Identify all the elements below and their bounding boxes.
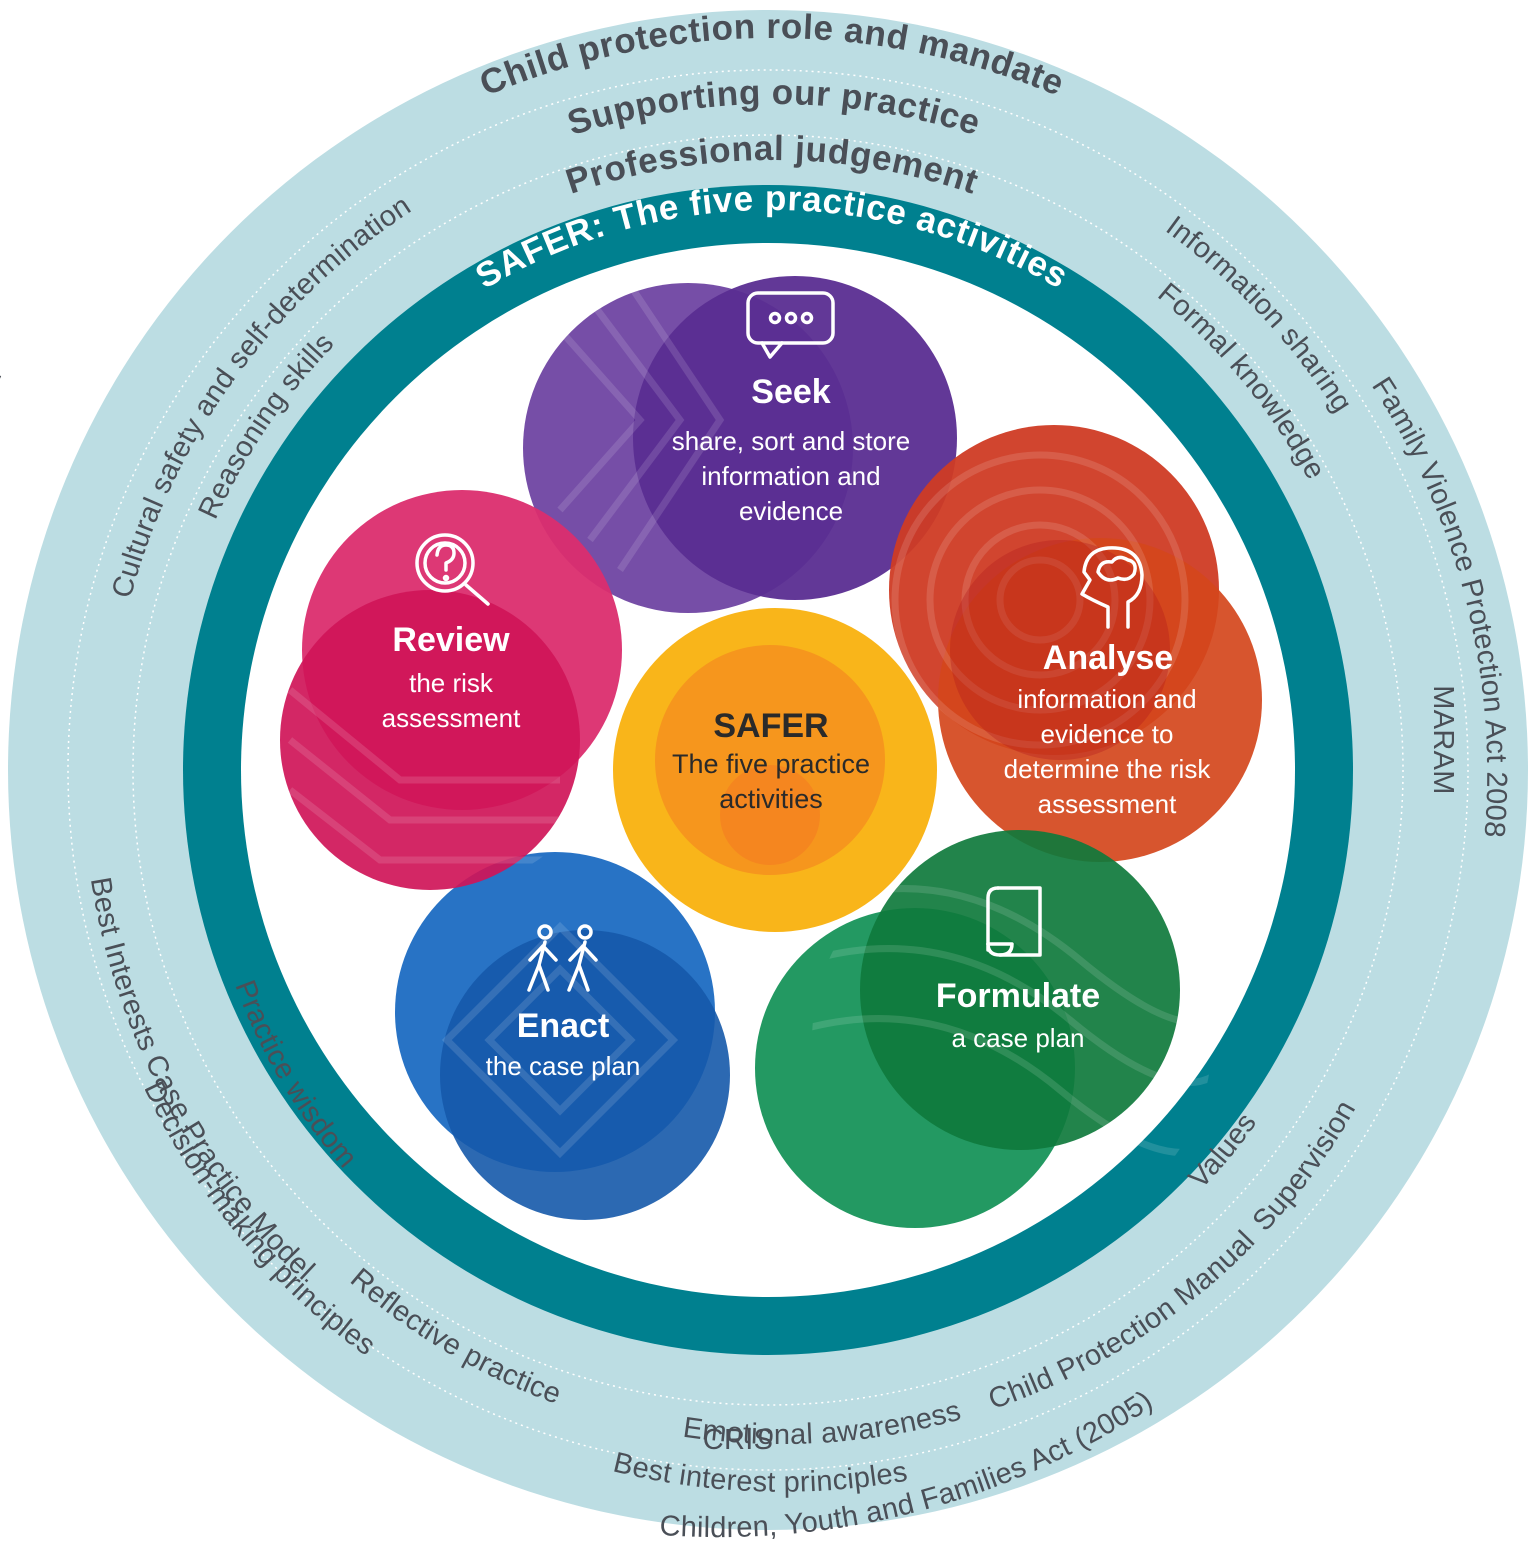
seek-line-3: evidence: [739, 496, 843, 526]
review-line-1: the risk: [409, 668, 494, 698]
enact-bubble: [395, 852, 730, 1220]
seek-line-2: information and: [701, 461, 880, 491]
formulate-line-1: a case plan: [952, 1023, 1085, 1053]
analyse-line-2: evidence to: [1041, 719, 1174, 749]
speech-bubble-icon: [746, 291, 835, 359]
head-brain-icon: [1080, 546, 1144, 629]
enact-title: Enact: [517, 1007, 610, 1045]
formulate-title: Formulate: [936, 977, 1100, 1015]
enact-line-1: the case plan: [486, 1051, 641, 1081]
ring-divider-outer: [67, 69, 1469, 1471]
analyse-line-1: information and: [1017, 684, 1196, 714]
safer-center-bubble: [613, 608, 937, 932]
review-title: Review: [392, 621, 510, 659]
ring-text-cris: CRIS: [703, 1424, 774, 1456]
analyse-line-4: assessment: [1038, 789, 1177, 819]
review-bubble: [280, 490, 622, 890]
ring-divider-inner: [132, 134, 1404, 1406]
review-line-2: assessment: [382, 703, 521, 733]
analyse-bubble: [889, 425, 1262, 862]
seek-bubble: [523, 268, 957, 613]
magnifier-question-icon: [415, 533, 490, 606]
seek-title: Seek: [751, 373, 830, 411]
analyse-line-3: determine the risk: [1004, 754, 1212, 784]
seek-line-1: share, sort and store: [672, 426, 910, 456]
document-icon: [986, 886, 1042, 957]
formulate-bubble: [755, 830, 1212, 1228]
ring-text-aboriginal-principles: Principles for Aboriginal children: [0, 364, 8, 790]
safer-line-1: The five practice: [672, 749, 870, 779]
safer-line-2: activities: [719, 784, 823, 814]
ring-text-maram: MARAM: [1427, 685, 1459, 794]
safer-title: SAFER: [713, 707, 828, 745]
walking-people-icon: [527, 924, 598, 992]
analyse-title: Analyse: [1043, 639, 1173, 677]
